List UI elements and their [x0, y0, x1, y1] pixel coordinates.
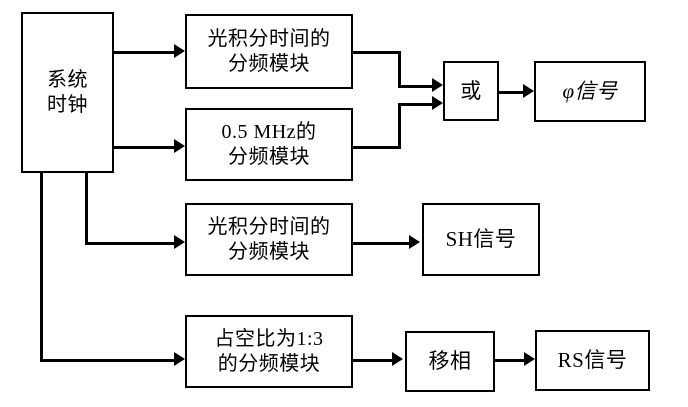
node-phase-shift[interactable]: 移相: [405, 331, 495, 392]
arrowhead-phase-shift: [392, 352, 403, 366]
node-sh-signal[interactable]: SH信号: [422, 203, 540, 276]
edge-bus-left-to-duty-div: [40, 359, 174, 362]
node-05mhz-divider[interactable]: 0.5 MHz的 分频模块: [185, 108, 353, 181]
arrowhead-sh-signal: [409, 235, 420, 249]
edge-clock-to-div-int-1: [114, 51, 174, 54]
node-integration-time-divider-2[interactable]: 光积分时间的 分频模块: [185, 203, 353, 276]
arrowhead-duty-div: [174, 352, 185, 366]
node-phase-shift-label: 移相: [428, 349, 472, 374]
arrowhead-or-gate-input-1: [432, 78, 443, 92]
node-duty-cycle-divider-label: 占空比为1:3 的分频模块: [214, 327, 324, 375]
edge-duty-div-to-phase-shift: [353, 359, 393, 362]
edge-div-05mhz-out: [353, 146, 401, 149]
edge-bus-mid-to-div-int-2: [85, 242, 174, 245]
node-phi-signal[interactable]: φ信号: [534, 61, 646, 122]
node-rs-signal[interactable]: RS信号: [535, 330, 650, 391]
edge-clock-bus-mid: [85, 172, 88, 244]
node-05mhz-divider-label: 0.5 MHz的 分频模块: [221, 120, 317, 168]
edge-div-int-1-to-or: [398, 85, 434, 88]
node-integration-time-divider-1[interactable]: 光积分时间的 分频模块: [185, 14, 353, 89]
edge-div-int-2-to-sh: [353, 242, 411, 245]
node-system-clock-label: 系统 时钟: [47, 68, 88, 116]
arrowhead-phi-signal: [523, 84, 534, 98]
node-phi-signal-label: φ信号: [562, 79, 618, 104]
edge-clock-bus-left: [40, 172, 43, 362]
edge-div-05mhz-to-or: [398, 103, 434, 106]
node-sh-signal-label: SH信号: [445, 227, 517, 252]
node-integration-time-divider-1-label: 光积分时间的 分频模块: [207, 27, 331, 75]
edge-or-to-phi: [499, 91, 526, 94]
arrowhead-div-int-1: [174, 44, 185, 58]
edge-div-int-1-drop: [398, 51, 401, 87]
node-integration-time-divider-2-label: 光积分时间的 分频模块: [207, 215, 331, 263]
node-system-clock[interactable]: 系统 时钟: [21, 12, 114, 173]
node-or-gate-label: 或: [460, 78, 482, 103]
arrowhead-div-int-2: [174, 235, 185, 249]
edge-div-int-1-out: [353, 51, 401, 54]
arrowhead-rs-signal: [524, 352, 535, 366]
edge-clock-to-div-05mhz: [114, 146, 174, 149]
node-rs-signal-label: RS信号: [557, 348, 628, 373]
arrowhead-or-gate-input-2: [432, 96, 443, 110]
edge-div-05mhz-rise: [398, 103, 401, 149]
node-or-gate[interactable]: 或: [443, 61, 499, 121]
edge-phase-shift-to-rs: [495, 359, 527, 362]
arrowhead-div-05mhz: [174, 139, 185, 153]
node-duty-cycle-divider[interactable]: 占空比为1:3 的分频模块: [185, 315, 353, 388]
